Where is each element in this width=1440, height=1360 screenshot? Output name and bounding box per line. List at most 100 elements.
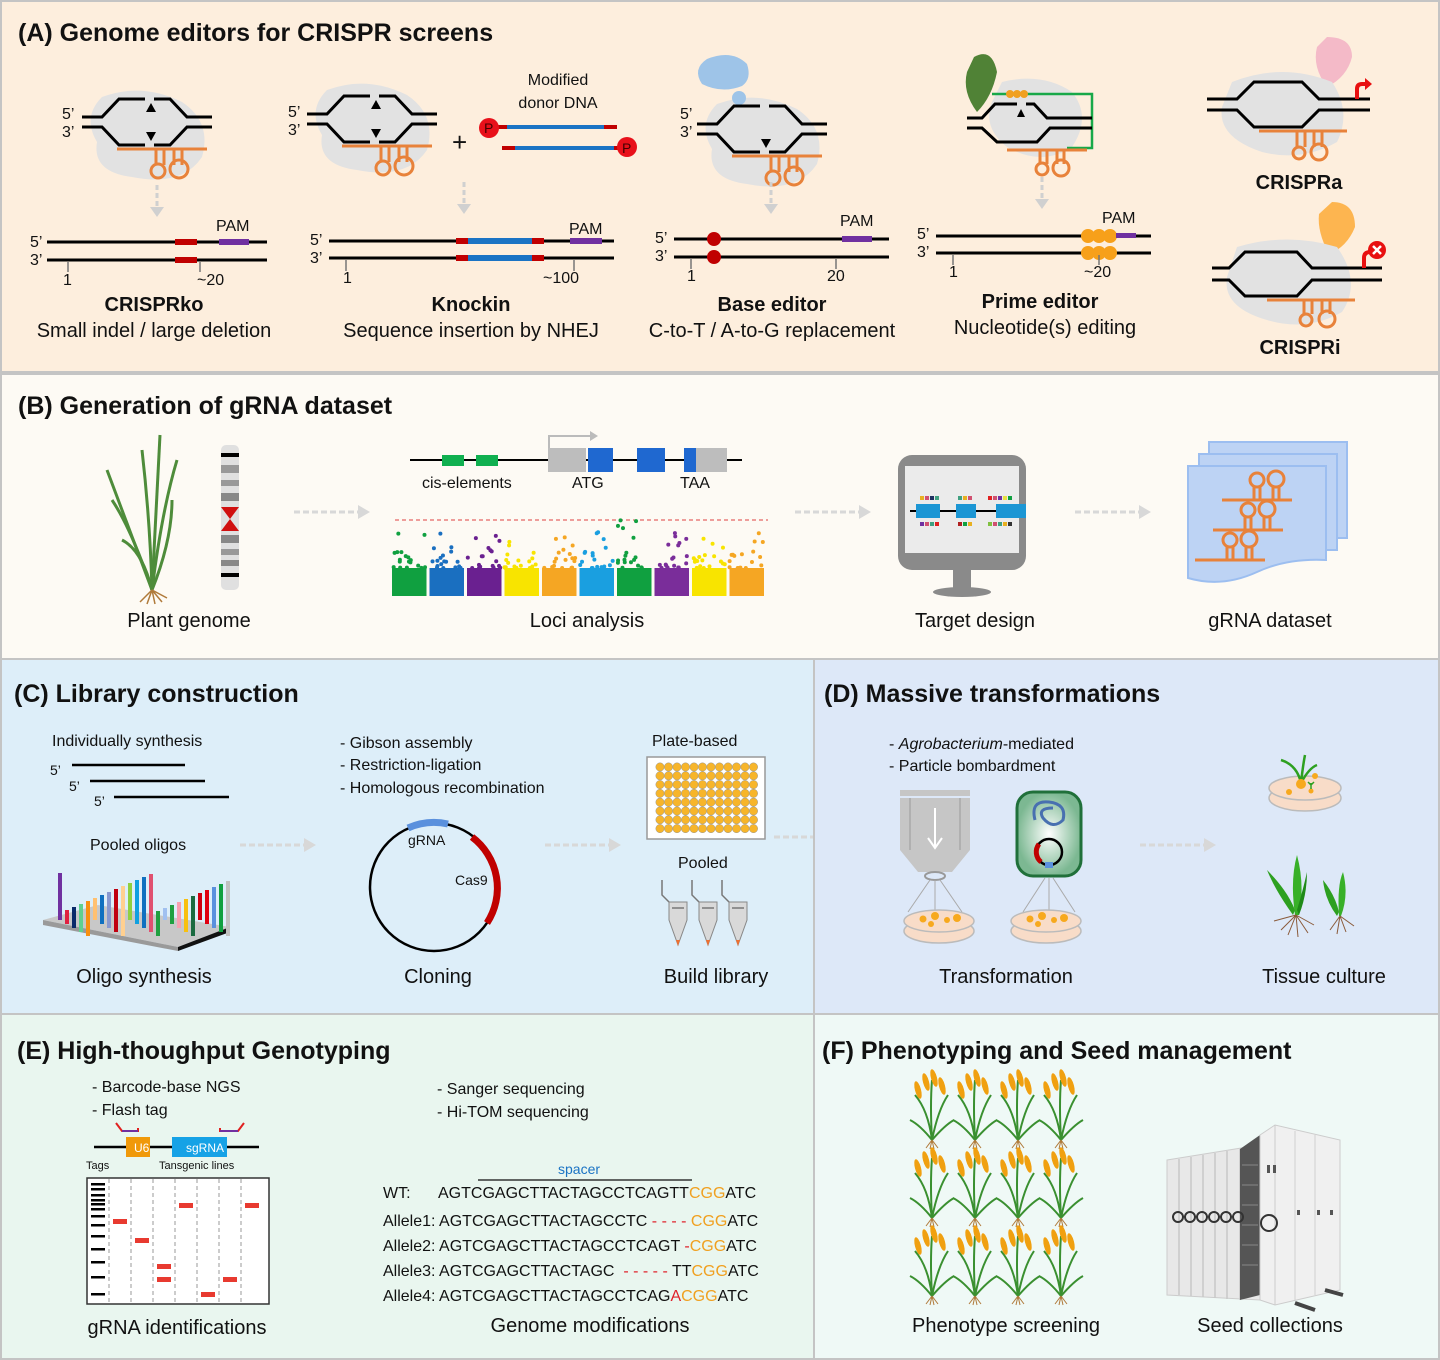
- manhattan-point: [718, 559, 723, 564]
- manhattan-point: [423, 565, 428, 570]
- manhattan-point: [435, 558, 440, 563]
- manhattan-point: [491, 565, 496, 570]
- manhattan-point: [457, 564, 462, 569]
- strand-3-label: 3’: [62, 124, 75, 141]
- plate-well: [715, 797, 724, 807]
- manhattan-point: [676, 565, 681, 570]
- editor-name-knockin: Knockin: [431, 294, 511, 316]
- plate-well: [672, 797, 682, 807]
- computer-monitor-icon: [898, 455, 1026, 597]
- manhattan-point: [430, 559, 435, 564]
- five-prime-label: 5’: [50, 762, 61, 778]
- sequence-tail: ATC: [727, 1263, 759, 1280]
- prime-editor-complex-icon: [965, 54, 1094, 178]
- right-arrow-icon: [294, 505, 370, 519]
- base-editor-complex-icon: [697, 55, 827, 187]
- manhattan-point: [506, 560, 511, 565]
- crop-plant-icon: [909, 1069, 955, 1150]
- manhattan-point: [406, 555, 411, 560]
- plate-well: [706, 797, 716, 807]
- manhattan-chromosome-block: [617, 568, 652, 596]
- oligo-bar: [107, 892, 111, 928]
- oligo-bar: [65, 910, 69, 924]
- manhattan-point: [672, 531, 677, 536]
- plate-well: [749, 780, 758, 790]
- manhattan-point: [507, 539, 512, 544]
- plate-well: [689, 771, 699, 781]
- manhattan-chromosome-block: [729, 568, 764, 596]
- manhattan-point: [449, 545, 454, 550]
- plate-well: [732, 815, 741, 825]
- manhattan-point: [554, 556, 559, 561]
- step-grna-identifications: gRNA identifications: [87, 1317, 267, 1339]
- tag-band: [91, 1235, 105, 1238]
- manhattan-point: [631, 535, 636, 540]
- prime-editor-dna-result: [936, 229, 1151, 265]
- pcr-tubes-icon: [661, 880, 748, 947]
- taa-label: TAA: [680, 475, 710, 492]
- crop-plant-icon: [1038, 1225, 1084, 1306]
- manhattan-point: [498, 565, 503, 570]
- manhattan-point: [399, 550, 404, 555]
- manhattan-point: [573, 556, 578, 561]
- plate-well: [672, 806, 682, 816]
- plate-well: [664, 797, 673, 807]
- plate-well: [655, 815, 665, 825]
- manhattan-point: [693, 558, 698, 563]
- manhattan-point: [518, 563, 523, 568]
- knockin-dna-result: [329, 238, 614, 271]
- manhattan-point: [732, 553, 737, 558]
- tag-band: [91, 1276, 105, 1279]
- plate-well: [732, 797, 741, 807]
- manhattan-point: [488, 548, 493, 553]
- right-arrow-icon: [545, 838, 621, 852]
- editor-desc-prime-editor: Nucleotide(s) editing: [953, 317, 1137, 339]
- plate-well: [740, 815, 750, 825]
- manhattan-point: [616, 558, 621, 563]
- manhattan-chromosome-block: [579, 568, 614, 596]
- pam-sequence: CGG: [681, 1288, 718, 1305]
- manhattan-point: [684, 536, 689, 541]
- oligo-bar: [114, 889, 118, 932]
- plate-well: [740, 824, 750, 834]
- deletion-gap: -: [684, 1238, 690, 1255]
- pcr-tube: [698, 901, 718, 947]
- crisprko-dna-result: [47, 239, 267, 272]
- manhattan-point: [507, 543, 512, 548]
- manhattan-point: [760, 539, 765, 544]
- plate-well: [706, 815, 716, 825]
- oligo-bar: [58, 873, 62, 920]
- mobile-shelving-icon: [1166, 1124, 1344, 1312]
- oligo-strands-icon: [72, 763, 229, 799]
- oligo-bar: [121, 886, 125, 936]
- transgenic-lines-label: Tansgenic lines: [159, 1160, 235, 1172]
- manhattan-point: [533, 562, 538, 567]
- manhattan-point: [623, 553, 628, 558]
- method-homologous-recombination: - Homologous recombination: [340, 780, 545, 797]
- manhattan-point: [465, 555, 470, 560]
- tick-label: ~100: [543, 270, 580, 287]
- plate-well: [664, 806, 673, 816]
- plate-well: [749, 806, 758, 816]
- manhattan-point: [698, 564, 703, 569]
- manhattan-point: [727, 565, 732, 570]
- tag-band: [91, 1208, 105, 1211]
- method-barcode-ngs: - Barcode-base NGS: [92, 1079, 241, 1096]
- pam-sequence: CGG: [691, 1263, 728, 1280]
- manhattan-point: [567, 552, 572, 557]
- manhattan-point: [610, 558, 615, 563]
- tag-band: [91, 1203, 105, 1206]
- oligo-bar: [163, 908, 167, 920]
- pam-sequence: CGG: [690, 1213, 728, 1230]
- plate-well: [698, 762, 707, 772]
- plate-well: [723, 824, 733, 834]
- detected-tag-band: [223, 1277, 237, 1282]
- plate-well: [732, 771, 741, 781]
- manhattan-point: [395, 550, 400, 555]
- manhattan-point: [560, 565, 565, 570]
- oligo-bar: [226, 881, 230, 936]
- plate-well: [689, 788, 699, 798]
- manhattan-point: [441, 565, 446, 570]
- manhattan-chromosome-block: [692, 568, 727, 596]
- allele-sequence: Allele3: AGTCGAGCTTACTAGC - - - - - TTCG…: [383, 1263, 759, 1281]
